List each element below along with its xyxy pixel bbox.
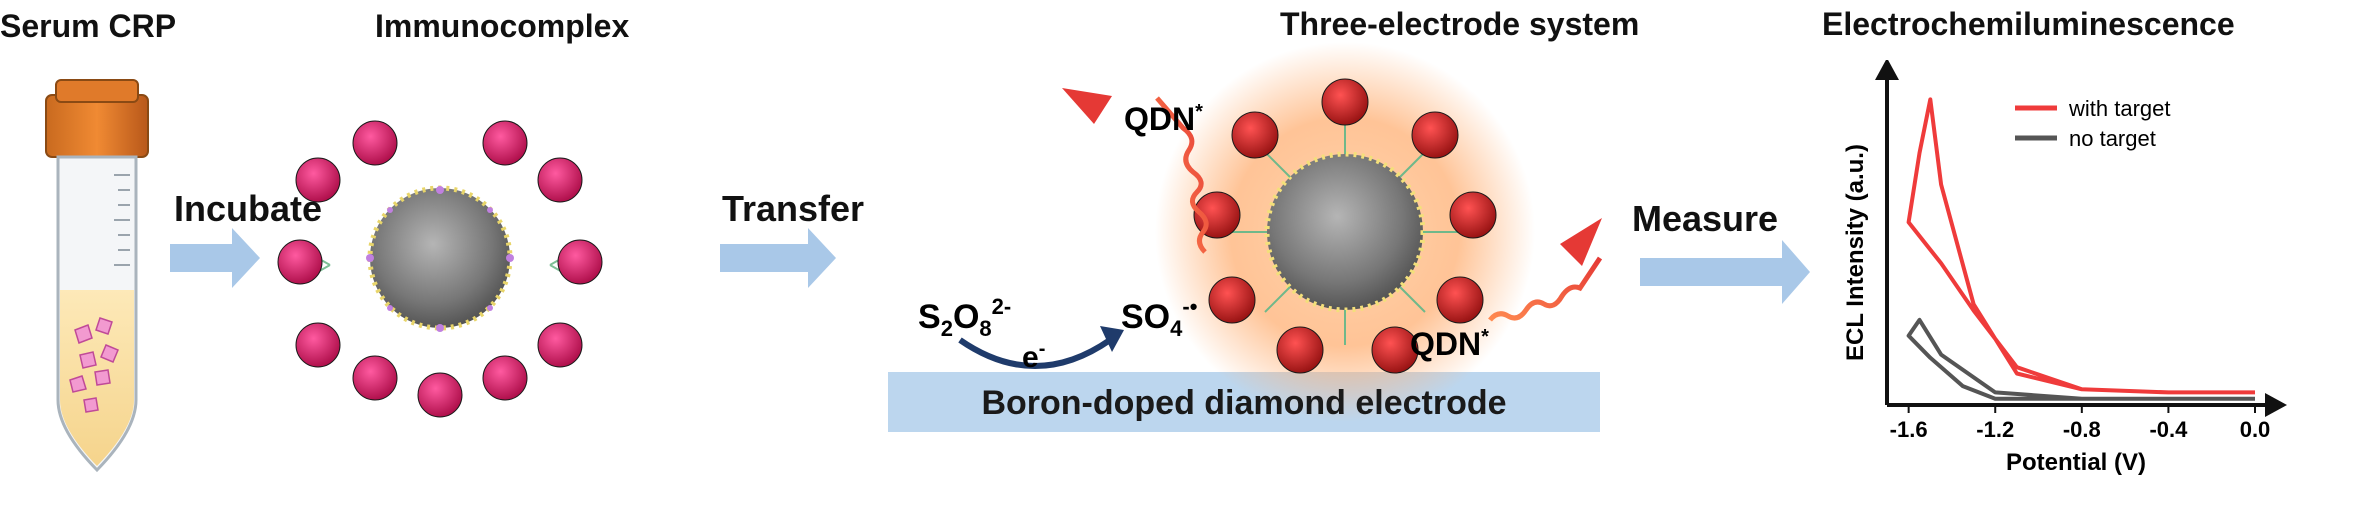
- test-tube-icon: [45, 79, 149, 473]
- measure-arrow: [1640, 240, 1810, 304]
- electron-transfer-arrow: [958, 337, 1112, 369]
- qdn-star-label-top: QDN*: [1124, 101, 1203, 137]
- transfer-arrow: [720, 228, 836, 288]
- ecl-title: Electrochemiluminescence: [1822, 6, 2235, 42]
- y-axis-label: ECL Intensity (a.u.): [1842, 144, 1869, 361]
- legend-label-no-target: no target: [2069, 126, 2156, 151]
- x-axis-arrowhead: [2265, 393, 2287, 417]
- incubate-arrow: [170, 228, 260, 288]
- measure-label: Measure: [1632, 198, 1779, 239]
- electrode-label: Boron-doped diamond electrode: [981, 384, 1506, 422]
- series-line-no-target: [1906, 317, 2255, 401]
- emission-wave-bottom: [1488, 256, 1603, 322]
- immunocomplex-title: Immunocomplex: [375, 8, 630, 44]
- qdn-assembly-illustration: [1062, 42, 1603, 422]
- y-axis-arrowhead: [1875, 60, 1899, 80]
- series-line-with-target: [1906, 97, 2255, 395]
- x-axis-label: Potential (V): [2006, 449, 2146, 476]
- emission-wave-top: [1155, 96, 1209, 254]
- x-tick-label: -0.8: [2063, 417, 2101, 442]
- qdn-star-label-bottom: QDN*: [1410, 326, 1489, 362]
- immunocomplex-illustration: [277, 120, 603, 418]
- serum-crp-title: Serum CRP: [0, 8, 177, 44]
- x-tick-label: -0.4: [2149, 417, 2188, 442]
- emission-arrowhead-top: [1062, 88, 1112, 124]
- x-tick-label: 0.0: [2240, 417, 2271, 442]
- three-electrode-title: Three-electrode system: [1280, 6, 1640, 42]
- x-tick-label: -1.6: [1890, 417, 1928, 442]
- x-tick-label: -1.2: [1976, 417, 2014, 442]
- persulfate-formula: S2O82-: [918, 294, 1011, 341]
- flow-arrows: [170, 228, 1810, 304]
- transfer-label: Transfer: [722, 188, 865, 229]
- electron-label: e-: [1022, 338, 1045, 374]
- electron-transfer-arrowhead: [1100, 326, 1124, 352]
- legend-label-with-target: with target: [2068, 96, 2171, 121]
- sulfate-radical-formula: SO4-•: [1121, 294, 1197, 341]
- incubate-label: Incubate: [174, 188, 323, 229]
- emission-arrowhead-bottom: [1560, 218, 1602, 266]
